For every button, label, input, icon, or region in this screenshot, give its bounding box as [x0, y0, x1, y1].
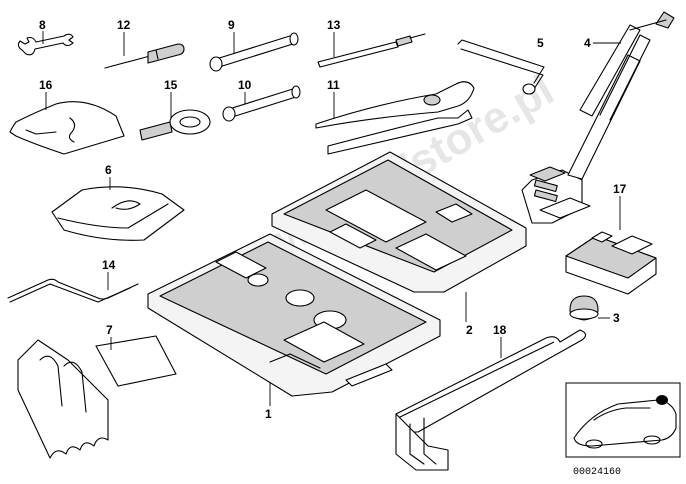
- callout-7[interactable]: 7: [106, 323, 113, 337]
- callout-2[interactable]: 2: [466, 323, 473, 337]
- callout-18[interactable]: 18: [493, 323, 507, 337]
- part-5-wheel-brace[interactable]: [457, 39, 545, 95]
- part-8-wrench[interactable]: [17, 33, 74, 56]
- callout-3[interactable]: 3: [613, 311, 620, 325]
- callout-16[interactable]: 16: [39, 78, 53, 92]
- part-14-hex-key[interactable]: [7, 278, 139, 303]
- part-4-jack[interactable]: [521, 11, 675, 224]
- diagram-reference-number: 00024160: [573, 467, 621, 478]
- part-7-wheel-chock[interactable]: [17, 335, 177, 459]
- callout-11[interactable]: 11: [327, 78, 340, 92]
- callout-15[interactable]: 15: [164, 78, 178, 92]
- part-1-tool-tray-lower[interactable]: [147, 233, 441, 397]
- callout-8[interactable]: 8: [39, 18, 46, 32]
- callout-17[interactable]: 17: [613, 182, 627, 196]
- callout-4[interactable]: 4: [584, 36, 591, 50]
- part-17-first-aid-box[interactable]: [565, 231, 657, 295]
- part-15-towing-eye[interactable]: [139, 109, 211, 141]
- part-10-box-spanner[interactable]: [222, 85, 301, 122]
- callout-10[interactable]: 10: [238, 78, 252, 92]
- part-18-warning-triangle[interactable]: [395, 329, 587, 471]
- callout-13[interactable]: 13: [327, 18, 341, 32]
- part-11-pliers[interactable]: [315, 81, 475, 155]
- part-9-box-spanner[interactable]: [209, 32, 299, 72]
- vehicle-location-inset: [565, 382, 681, 458]
- part-3-nut-cap[interactable]: [569, 295, 599, 321]
- part-13-extension-bar[interactable]: [317, 33, 426, 68]
- part-2-tool-tray-upper[interactable]: [271, 151, 527, 293]
- part-6-bag[interactable]: [51, 186, 185, 241]
- callout-5[interactable]: 5: [537, 36, 544, 50]
- callout-6[interactable]: 6: [105, 163, 112, 177]
- part-12-screwdriver[interactable]: [104, 43, 185, 69]
- callout-14[interactable]: 14: [102, 258, 116, 272]
- part-16-tool-bag[interactable]: [9, 101, 125, 155]
- callout-1[interactable]: 1: [265, 407, 272, 421]
- callout-9[interactable]: 9: [228, 18, 235, 32]
- callout-12[interactable]: 12: [117, 18, 131, 32]
